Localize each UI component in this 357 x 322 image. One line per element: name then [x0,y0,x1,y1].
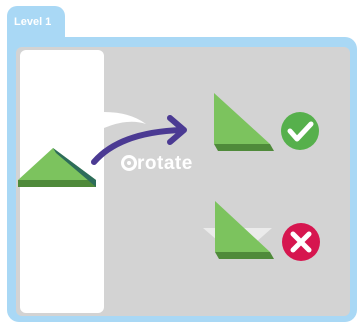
rotate-icon [121,155,137,171]
drag-trail [104,112,146,128]
arrow-head-icon [167,115,187,145]
checkmark-icon [281,112,319,150]
level-label: Level 1 [14,16,52,28]
rotate-arrow [91,127,185,165]
incorrect-triangle-placement [203,201,274,259]
correct-rotated-triangle [214,93,274,151]
cross-icon [282,223,320,261]
palette-triangle-shape[interactable] [18,148,96,187]
rotate-instruction-label: rotate [137,153,193,174]
